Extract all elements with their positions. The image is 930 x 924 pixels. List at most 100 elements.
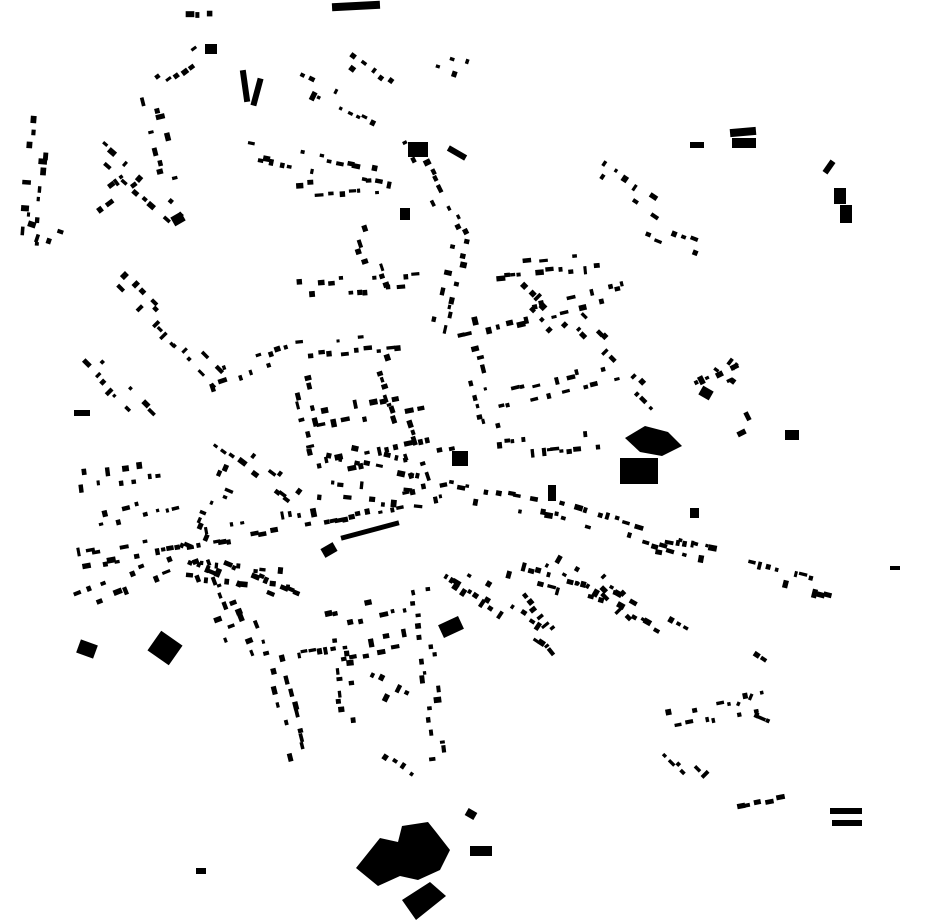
building [823, 591, 833, 599]
building [759, 655, 768, 663]
building [747, 559, 756, 565]
building [276, 470, 284, 478]
building [269, 526, 279, 534]
building [33, 233, 41, 243]
large-building [832, 820, 862, 826]
building [650, 543, 659, 551]
building [372, 275, 377, 280]
building [326, 350, 332, 357]
building [509, 272, 516, 277]
building [157, 159, 164, 167]
building [191, 558, 200, 566]
building [131, 280, 141, 289]
building [349, 52, 357, 60]
building [729, 377, 737, 385]
building [752, 650, 761, 659]
building [424, 437, 430, 444]
building [529, 306, 536, 314]
building [455, 214, 461, 220]
building [186, 356, 192, 362]
building [337, 690, 342, 698]
building [360, 59, 368, 66]
building [355, 114, 361, 120]
building [579, 580, 587, 589]
building [546, 647, 556, 657]
building [383, 353, 392, 362]
building [81, 358, 92, 369]
building [103, 161, 112, 171]
building [282, 495, 291, 504]
building [238, 374, 244, 381]
building [736, 802, 746, 810]
building [207, 568, 217, 576]
building [386, 181, 392, 189]
building [530, 396, 539, 402]
building [680, 234, 687, 240]
building [95, 598, 104, 605]
building [364, 450, 370, 455]
building [269, 580, 276, 587]
building [112, 587, 123, 597]
building [221, 463, 230, 473]
building [429, 199, 436, 208]
building [136, 461, 143, 470]
building [319, 153, 325, 158]
large-building [250, 77, 264, 107]
large-building [830, 808, 862, 814]
building [648, 192, 659, 201]
building [578, 304, 588, 312]
building [340, 416, 351, 423]
building [294, 708, 300, 718]
building [479, 364, 487, 374]
building [228, 452, 236, 459]
building [523, 316, 530, 325]
building [156, 325, 164, 333]
building [165, 75, 172, 82]
building [587, 593, 595, 600]
building [134, 174, 144, 183]
building [118, 174, 124, 180]
large-building [438, 616, 464, 638]
building [91, 549, 101, 555]
building [441, 745, 447, 753]
building [163, 132, 172, 142]
building [450, 70, 458, 78]
building [436, 447, 443, 453]
building [328, 191, 334, 196]
building [583, 384, 589, 390]
building [333, 88, 339, 95]
building [446, 205, 452, 212]
building [675, 761, 682, 768]
large-building [732, 138, 756, 148]
building [504, 272, 511, 278]
building [539, 258, 548, 263]
building [392, 443, 399, 451]
building [379, 376, 385, 383]
building [22, 179, 32, 185]
building [171, 505, 180, 511]
building [239, 581, 248, 588]
building [102, 141, 109, 148]
building [495, 422, 501, 429]
building [154, 73, 161, 80]
building [162, 215, 171, 224]
building [463, 238, 470, 245]
building [296, 512, 302, 519]
building [128, 385, 133, 391]
building [369, 119, 377, 127]
large-building [548, 485, 556, 501]
building [266, 362, 272, 369]
building [165, 508, 170, 513]
building [78, 484, 84, 493]
building [628, 598, 638, 607]
building [679, 768, 686, 776]
building [626, 531, 633, 539]
building [410, 601, 416, 606]
building [351, 162, 361, 170]
building [330, 480, 335, 485]
building [196, 522, 204, 531]
building [151, 147, 159, 157]
building [716, 700, 725, 706]
building [378, 273, 386, 280]
building [348, 513, 356, 520]
